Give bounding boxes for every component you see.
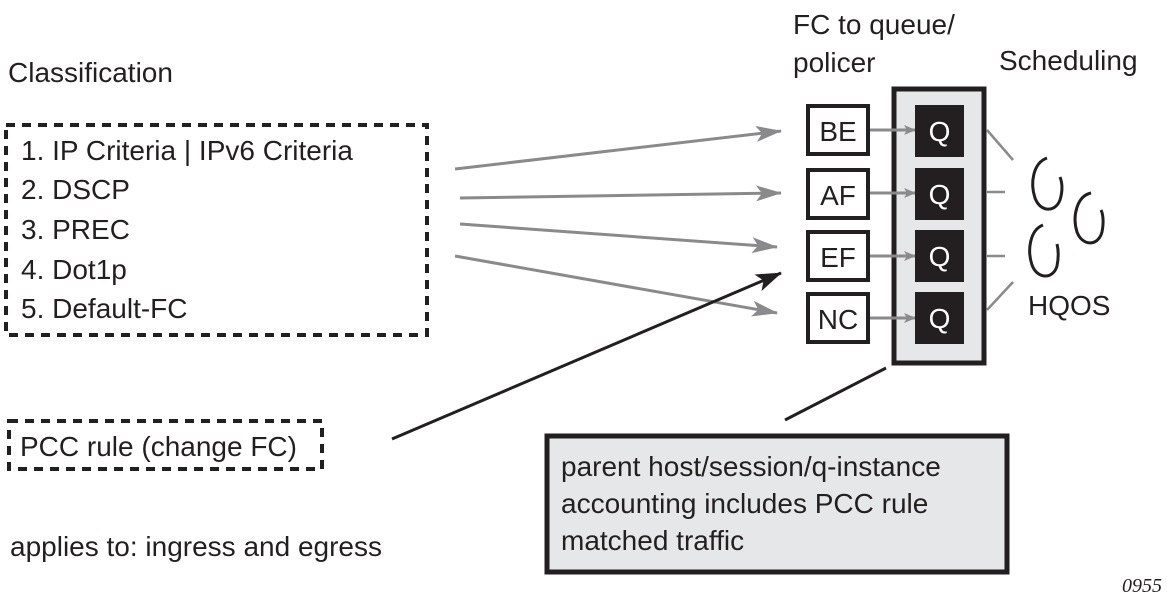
pcc-rule-label: PCC rule (change FC) (20, 431, 297, 462)
fc-box-nc: NC (806, 292, 870, 344)
arrow-classify-to-nc (454, 254, 778, 317)
fc-mapping-title-line1: FC to queue/ (793, 9, 955, 40)
fc-box-be: BE (806, 104, 870, 156)
arrow-classify-to-ef (459, 222, 778, 254)
fc-label-be: BE (819, 116, 856, 147)
queue-ef: Q (915, 230, 964, 282)
fc-mapping-title-line2: policer (793, 47, 875, 78)
fc-box-ef: EF (806, 230, 870, 282)
pcc-rule-box (7, 419, 324, 471)
hqos-label: HQOS (1028, 290, 1110, 321)
classification-item-dot1p: 4. Dot1p (21, 254, 127, 285)
classification-item-prec: 3. PREC (21, 214, 130, 245)
sched-link-nc (986, 281, 1014, 311)
arrow-pcc-to-fc (391, 271, 782, 441)
classification-item-dscp: 2. DSCP (21, 174, 130, 205)
scheduler-ring-icon (1028, 223, 1060, 278)
fc-label-af: AF (820, 180, 856, 211)
classification-title: Classification (8, 57, 173, 88)
arrow-classify-to-af (459, 185, 782, 202)
fc-label-nc: NC (818, 304, 858, 335)
queue-label-ef: Q (929, 241, 951, 272)
accounting-note-line1: parent host/session/q-instance (561, 451, 941, 482)
scheduler-ring-icon (1031, 156, 1064, 211)
classification-box (4, 123, 429, 337)
applies-to-text: applies to: ingress and egress (10, 531, 382, 562)
queue-label-nc: Q (929, 303, 951, 334)
arrow-classify-to-be (454, 125, 782, 171)
classification-item-ip-criteria: 1. IP Criteria | IPv6 Criteria (21, 135, 353, 166)
accounting-note-line2: accounting includes PCC rule (561, 488, 928, 519)
queue-nc: Q (915, 292, 964, 344)
classification-item-default-fc: 5. Default-FC (21, 293, 188, 324)
fc-box-af: AF (806, 168, 870, 220)
queue-af: Q (915, 168, 964, 220)
note-connector-line (784, 366, 887, 422)
queue-label-be: Q (929, 116, 951, 147)
scheduler-ring-icon (1073, 191, 1105, 245)
scheduling-title: Scheduling (999, 45, 1138, 76)
sched-link-be (986, 129, 1014, 161)
figure-id: 0955 (1122, 575, 1162, 597)
queue-label-af: Q (929, 179, 951, 210)
fc-label-ef: EF (820, 242, 856, 273)
accounting-note-line3: matched traffic (561, 525, 744, 556)
queue-be: Q (915, 105, 964, 157)
accounting-note-box (544, 433, 1010, 575)
